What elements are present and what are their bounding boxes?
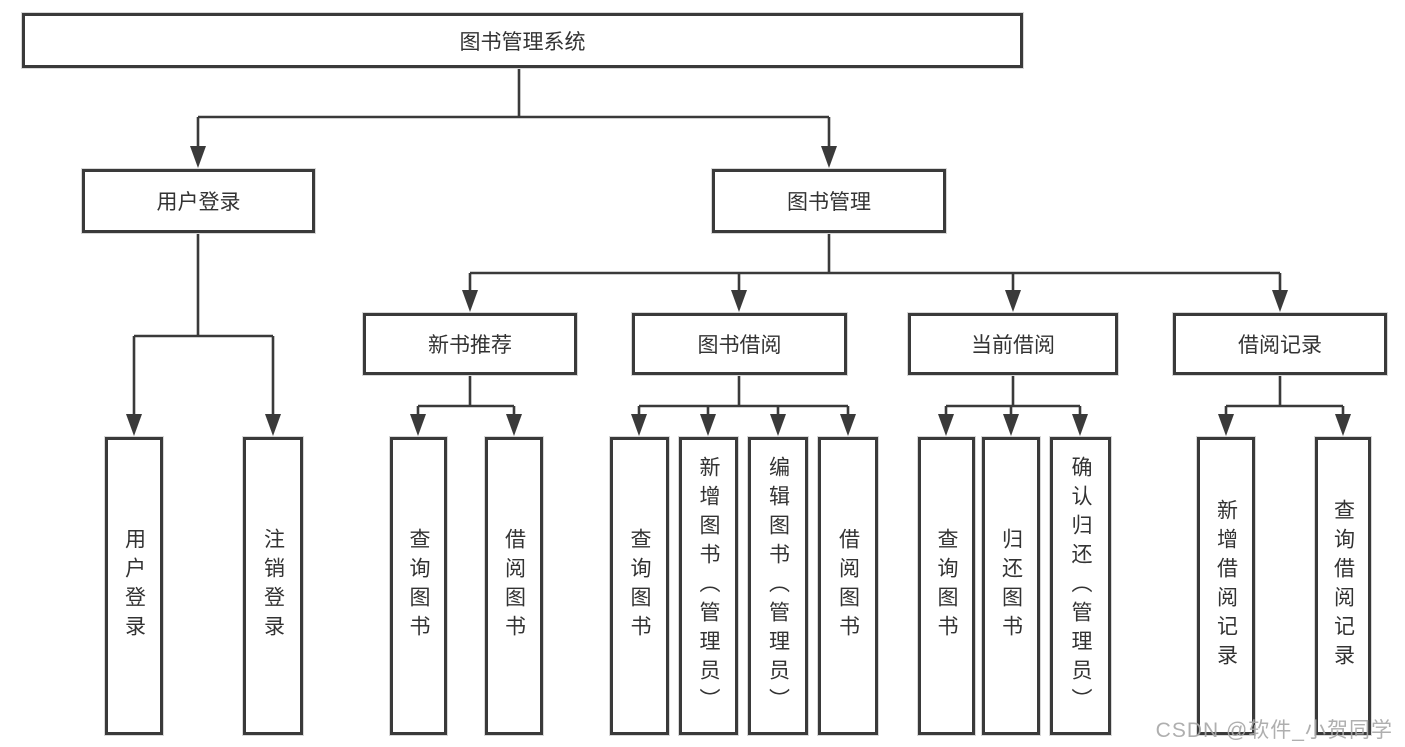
leaf-query-books-recommend-label: 查询图书 (407, 528, 430, 644)
leaf-edit-books-admin: 编辑图书（管理员） (748, 437, 808, 735)
leaf-query-books-recommend: 查询图书 (390, 437, 447, 735)
node-book-management: 图书管理 (712, 169, 946, 233)
node-current-borrow-label: 当前借阅 (971, 334, 1055, 357)
node-new-book-recommend: 新书推荐 (363, 313, 577, 375)
leaf-query-borrow-record: 查询借阅记录 (1315, 437, 1371, 735)
node-user-login-label: 用户登录 (156, 191, 241, 214)
node-user-login: 用户登录 (82, 169, 315, 233)
leaf-borrow-books: 借阅图书 (818, 437, 878, 735)
node-current-borrow: 当前借阅 (908, 313, 1118, 375)
leaf-borrow-books-label: 借阅图书 (836, 528, 860, 644)
node-book-borrow-label: 图书借阅 (697, 334, 782, 357)
watermark: CSDN @软件_小贺同学 (1155, 719, 1393, 742)
leaf-user-login-label: 用户登录 (122, 528, 146, 644)
leaf-add-borrow-record: 新增借阅记录 (1197, 437, 1255, 735)
node-library-system: 图书管理系统 (22, 13, 1023, 68)
node-book-borrow: 图书借阅 (632, 313, 847, 375)
leaf-query-books-current-label: 查询图书 (935, 528, 958, 644)
leaf-user-login: 用户登录 (105, 437, 163, 735)
node-new-book-recommend-label: 新书推荐 (428, 334, 512, 357)
node-borrow-records-label: 借阅记录 (1238, 334, 1322, 357)
leaf-query-books-borrow: 查询图书 (610, 437, 669, 735)
leaf-query-borrow-record-label: 查询借阅记录 (1331, 499, 1355, 673)
leaf-edit-books-admin-label: 编辑图书（管理员） (766, 455, 790, 717)
leaf-add-books-admin: 新增图书（管理员） (679, 437, 738, 735)
leaf-borrow-books-recommend-label: 借阅图书 (502, 528, 526, 644)
node-library-system-label: 图书管理系统 (459, 30, 586, 54)
leaf-query-books-current: 查询图书 (918, 437, 975, 735)
node-book-management-label: 图书管理 (787, 191, 871, 214)
leaf-add-borrow-record-label: 新增借阅记录 (1214, 499, 1238, 673)
leaf-query-books-borrow-label: 查询图书 (628, 528, 651, 644)
leaf-confirm-return-admin-label: 确认归还（管理员） (1069, 455, 1092, 717)
leaf-return-books-label: 归还图书 (999, 528, 1023, 644)
leaf-logout-label: 注销登录 (261, 528, 285, 644)
leaf-logout: 注销登录 (243, 437, 303, 735)
leaf-add-books-admin-label: 新增图书（管理员） (697, 455, 720, 717)
leaf-return-books: 归还图书 (982, 437, 1040, 735)
node-borrow-records: 借阅记录 (1173, 313, 1387, 375)
leaf-borrow-books-recommend: 借阅图书 (485, 437, 543, 735)
leaf-confirm-return-admin: 确认归还（管理员） (1050, 437, 1111, 735)
